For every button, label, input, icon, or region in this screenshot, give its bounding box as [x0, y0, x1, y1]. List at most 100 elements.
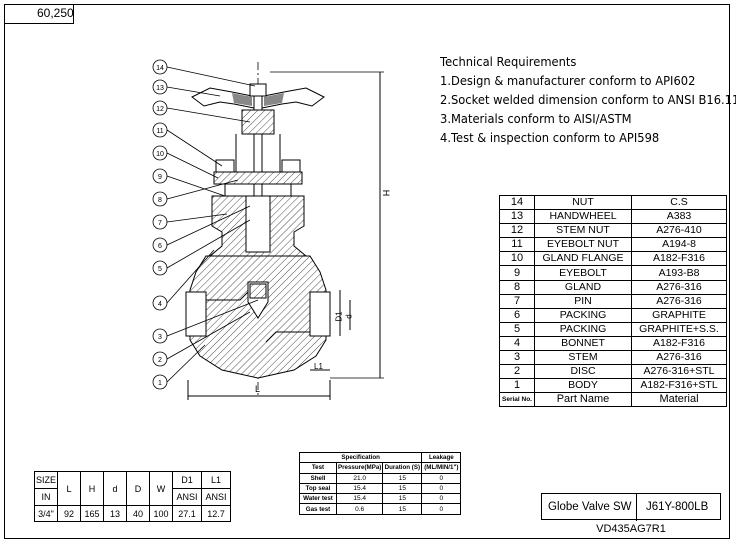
spec-cell: 15.4: [335, 482, 384, 495]
bom-material: A276-316: [631, 350, 727, 366]
callout-number: 12: [156, 106, 164, 113]
callout-number: 5: [158, 266, 162, 273]
dimension-value: 165: [80, 505, 104, 522]
test-specification-table: Specification Leakage Test Pressure(MPa)…: [298, 451, 462, 515]
dim-l-label: L: [255, 384, 261, 394]
dim-d1-label: D1: [334, 311, 344, 322]
doc-id: 60,250: [4, 4, 74, 24]
bom-part-name: GLAND FLANGE: [534, 251, 632, 267]
callout-number: 3: [158, 334, 162, 341]
size-unit: IN: [34, 488, 58, 506]
l1-header: L1: [201, 471, 231, 489]
bom-part-name: BONNET: [534, 335, 632, 352]
bom-header: Material: [631, 392, 727, 408]
dim-header: H: [80, 471, 104, 506]
spec-cell: Shell: [299, 472, 337, 484]
dim-header: d: [103, 471, 127, 506]
callout-leader: [166, 86, 221, 97]
callout-number: 11: [156, 128, 163, 135]
spec-cell: 0: [421, 493, 462, 505]
l1-standard: ANSI: [201, 488, 231, 506]
technical-requirements: Technical Requirements 1.Design & manufa…: [440, 52, 736, 147]
callout-bubble: [152, 145, 168, 161]
callout-bubble: [152, 328, 168, 344]
bom-material: A182-F316: [631, 251, 727, 267]
callout-leader: [166, 219, 251, 269]
callout-bubble: [152, 59, 168, 75]
callout-leader: [166, 249, 215, 304]
model-number: J61Y-800LB: [646, 501, 709, 513]
bom-serial: 11: [499, 237, 535, 253]
dim-l1-label: L1: [314, 362, 323, 371]
leakage-group-header: Leakage: [421, 451, 462, 464]
dim-header: W: [149, 471, 173, 506]
bom-part-name: STEM: [534, 350, 632, 366]
dimension-value: 92: [57, 505, 81, 522]
dimension-value: 100: [149, 505, 173, 522]
bom-serial: 10: [499, 251, 535, 267]
spec-header: Test: [299, 462, 337, 474]
bom-serial: 6: [499, 307, 535, 323]
d1-header: D1: [172, 471, 202, 489]
spec-cell: Water test: [299, 493, 337, 505]
title-divider: [636, 494, 638, 521]
callout-leader: [166, 66, 256, 87]
callout-bubble: [152, 122, 168, 138]
bom-serial: 3: [499, 350, 535, 366]
spec-cell: Top seal: [299, 482, 337, 495]
callout-leader: [166, 129, 223, 167]
callout-leader: [166, 213, 228, 223]
callout-number: 6: [158, 243, 162, 250]
bom-serial: 2: [499, 364, 535, 380]
bom-material: A182-F316: [631, 335, 727, 352]
dim-header: D: [126, 471, 150, 506]
bom-material: GRAPHITE: [631, 307, 727, 323]
bom-serial: 14: [499, 194, 535, 211]
bom-header: Part Name: [534, 392, 632, 408]
callout-number: 4: [158, 301, 162, 308]
bom-material: C.S: [631, 194, 727, 211]
tech-item: 2.Socket welded dimension conform to ANS…: [440, 92, 736, 107]
bom-serial: 13: [499, 209, 535, 225]
bom-serial: 8: [499, 279, 535, 295]
spec-cell: 15: [382, 482, 423, 495]
callout-leader: [166, 175, 226, 197]
bom-part-name: DISC: [534, 364, 632, 380]
spec-header: (ML/MIN/1"): [421, 462, 462, 474]
callout-number: 8: [158, 197, 162, 204]
dimensions-table: SIZE L H d D W D1 L1 IN ANSI ANSI 3/4"92…: [34, 471, 231, 522]
drawing-frame: [4, 4, 730, 539]
dimension-value: 13: [103, 505, 127, 522]
bom-material: A276-410: [631, 223, 727, 239]
callout-bubble: [152, 351, 168, 367]
bom-part-name: EYEBOLT: [534, 265, 632, 281]
spec-cell: 0: [421, 482, 462, 495]
bom-part-name: NUT: [534, 194, 632, 211]
tech-title: Technical Requirements: [440, 54, 577, 69]
bom-part-name: HANDWHEEL: [534, 209, 632, 225]
spec-group-header: Specification: [298, 451, 423, 464]
bom-material: A194-8: [631, 237, 727, 253]
bom-serial: 5: [499, 321, 535, 337]
callout-number: 7: [158, 220, 162, 227]
bom-part-name: EYEBOLT NUT: [534, 237, 632, 253]
callout-number: 9: [158, 174, 162, 181]
spec-cell: 21.0: [335, 472, 384, 484]
spec-cell: 0: [421, 472, 462, 484]
spec-cell: 15: [382, 472, 423, 484]
spec-cell: 0.6: [335, 503, 384, 515]
